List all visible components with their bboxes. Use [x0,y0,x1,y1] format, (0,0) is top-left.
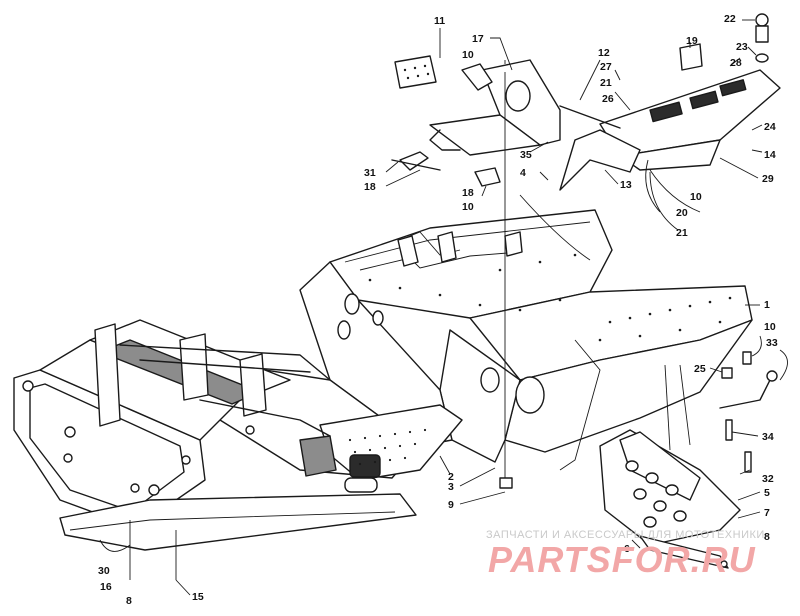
callout-31: 31 [364,167,376,179]
callout-35: 35 [520,149,532,161]
callout-8: 8 [126,595,132,607]
callout-22: 22 [724,13,736,25]
callout-24: 24 [764,121,776,133]
callout-4: 4 [520,167,526,179]
watermark-caption: ЗАПЧАСТИ И АКСЕССУАРЫ ДЛЯ МОТОТЕХНИКИ [486,529,765,541]
callout-5: 5 [764,487,770,499]
callout-labels: 11 17 10 12 27 21 26 19 22 23 28 24 14 2… [98,13,778,607]
belly-pan [59,493,417,551]
callout-20: 20 [676,207,688,219]
callout-32: 32 [762,473,774,485]
chassis-frame [199,209,753,493]
callout-16: 16 [100,581,112,593]
callout-26: 26 [602,93,614,105]
leader-lines [99,19,788,596]
callout-2: 2 [448,471,454,483]
callout-27: 27 [600,61,612,73]
callout-28: 28 [730,57,742,69]
callout-15: 15 [192,591,204,603]
callout-10: 10 [462,201,474,213]
watermark-brand: PARTSFOR.RU [488,539,756,580]
callout-30: 30 [98,565,110,577]
callout-18: 18 [462,187,474,199]
callout-6: 6 [624,543,630,555]
callout-25: 25 [694,363,706,375]
callout-3: 3 [448,481,454,493]
callout-10: 10 [690,191,702,203]
callout-23: 23 [736,41,748,53]
callout-17: 17 [472,33,484,45]
front-frame-assembly [13,319,331,523]
callout-13: 13 [620,179,632,191]
footrest-assembly [599,351,778,569]
callout-33: 33 [766,337,778,349]
callout-18: 18 [364,181,376,193]
callout-29: 29 [762,173,774,185]
steering-bracket [391,55,561,187]
callout-1: 1 [764,299,770,311]
callout-10: 10 [764,321,776,333]
callout-21: 21 [600,77,612,89]
callout-14: 14 [764,149,776,161]
callout-34: 34 [762,431,774,443]
callout-9: 9 [448,499,454,511]
callout-21: 21 [676,227,688,239]
callout-19: 19 [686,35,698,47]
callout-8: 8 [764,531,770,543]
callout-7: 7 [764,507,770,519]
callout-12: 12 [598,47,610,59]
watermark: ЗАПЧАСТИ И АКСЕССУАРЫ ДЛЯ МОТОТЕХНИКИ PA… [486,529,765,580]
callout-10: 10 [462,49,474,61]
console-panel [559,13,781,191]
callout-11: 11 [434,15,445,27]
